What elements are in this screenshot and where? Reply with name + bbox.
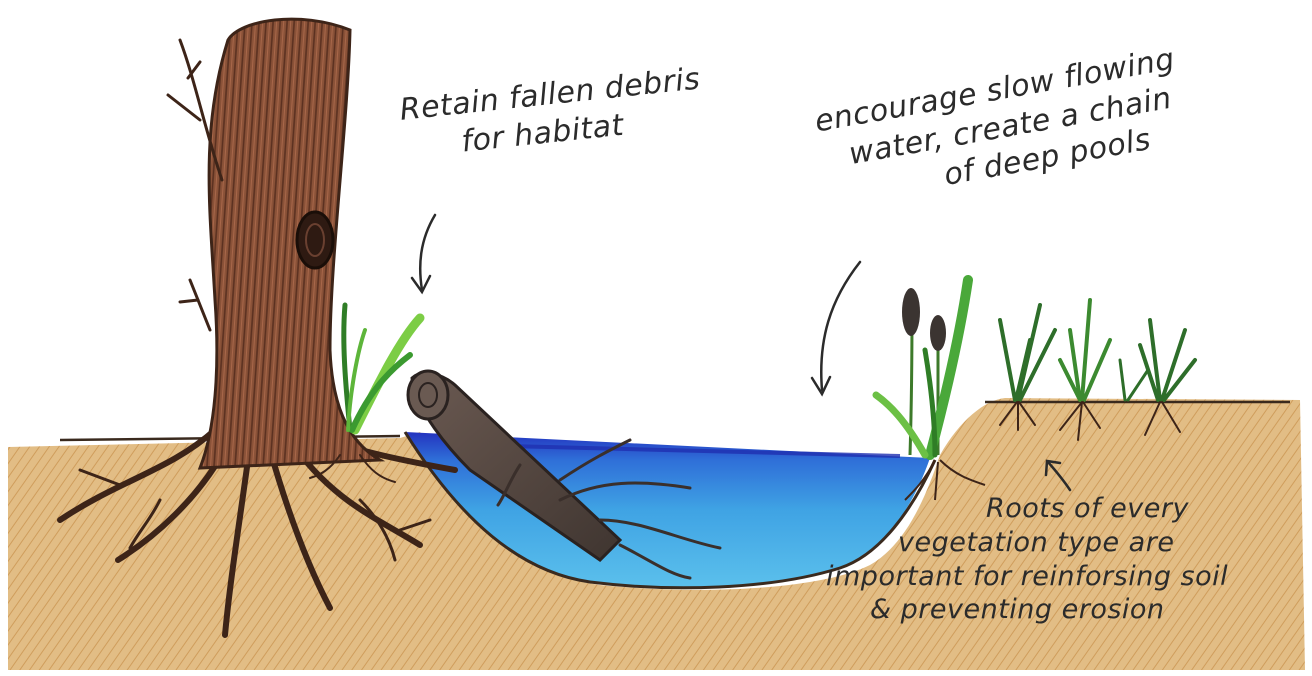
annotation-line: Roots of every (826, 492, 1228, 526)
cattail-head (930, 315, 946, 351)
annotation-line: vegetation type are (826, 526, 1228, 560)
annotation-roots: Roots of every vegetation type are impor… (826, 492, 1228, 627)
tree-trunk (200, 19, 380, 468)
annotation-line: important for reinforsing soil (826, 560, 1228, 594)
log-cut-end (408, 371, 448, 419)
arrow-to-pool (812, 262, 860, 394)
annotation-line: & preventing erosion (826, 593, 1228, 627)
arrow-to-log (412, 215, 435, 292)
cattail-head (902, 288, 920, 336)
tree-knot (297, 212, 333, 268)
